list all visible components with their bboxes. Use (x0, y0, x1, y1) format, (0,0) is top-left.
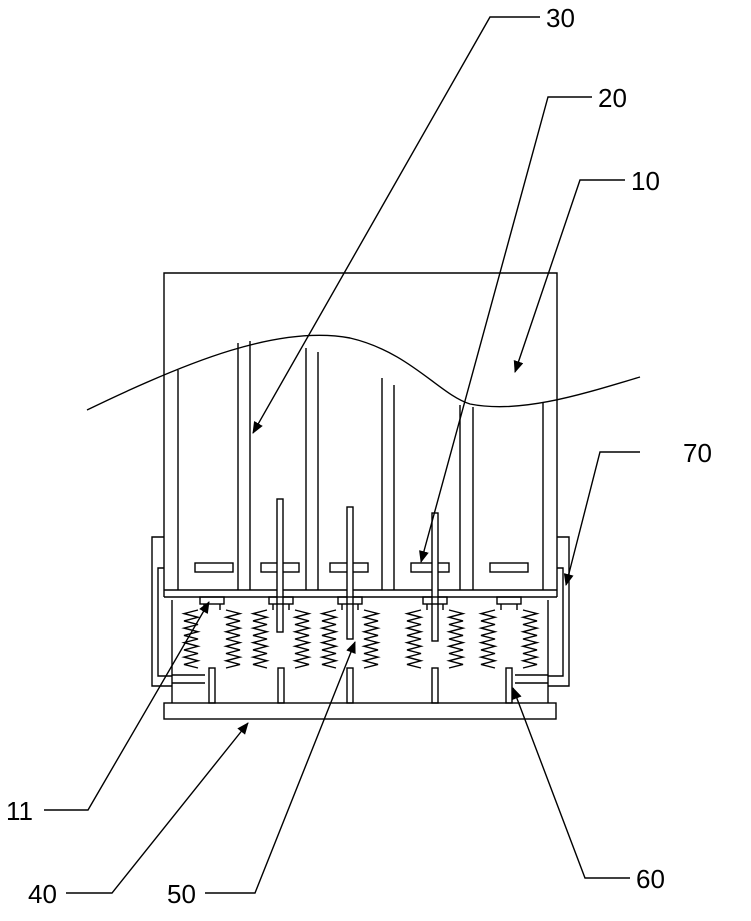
label-40: 40 (28, 879, 57, 909)
side-clamps (152, 537, 569, 686)
label-10: 10 (631, 166, 660, 196)
base-plate (164, 703, 556, 719)
spring-coil (364, 610, 378, 668)
spring-coil (481, 610, 495, 668)
spring-rod (278, 668, 284, 703)
spring-rod (432, 668, 438, 703)
spring-coil (184, 610, 198, 668)
spring-rod (506, 668, 512, 703)
spring-coil (322, 610, 336, 668)
spring-rod (209, 668, 215, 703)
compartments (164, 341, 557, 597)
label-70: 70 (683, 438, 712, 468)
springs (184, 597, 537, 703)
spring-coil (523, 610, 537, 668)
slot-tabs (195, 563, 528, 572)
leader-lines (44, 17, 640, 893)
spring-coil (253, 610, 267, 668)
label-30: 30 (546, 3, 575, 33)
spring-coil (226, 610, 240, 668)
spring-coil (407, 610, 421, 668)
housing (164, 273, 557, 597)
label-50: 50 (167, 879, 196, 909)
spring-coil (295, 610, 309, 668)
spring-frame (172, 600, 548, 703)
label-20: 20 (598, 83, 627, 113)
label-11: 11 (6, 796, 33, 826)
spring-head (200, 597, 224, 604)
spring-rod (347, 668, 353, 703)
spring-coil (449, 610, 463, 668)
label-60: 60 (636, 864, 665, 894)
spring-head (497, 597, 521, 604)
